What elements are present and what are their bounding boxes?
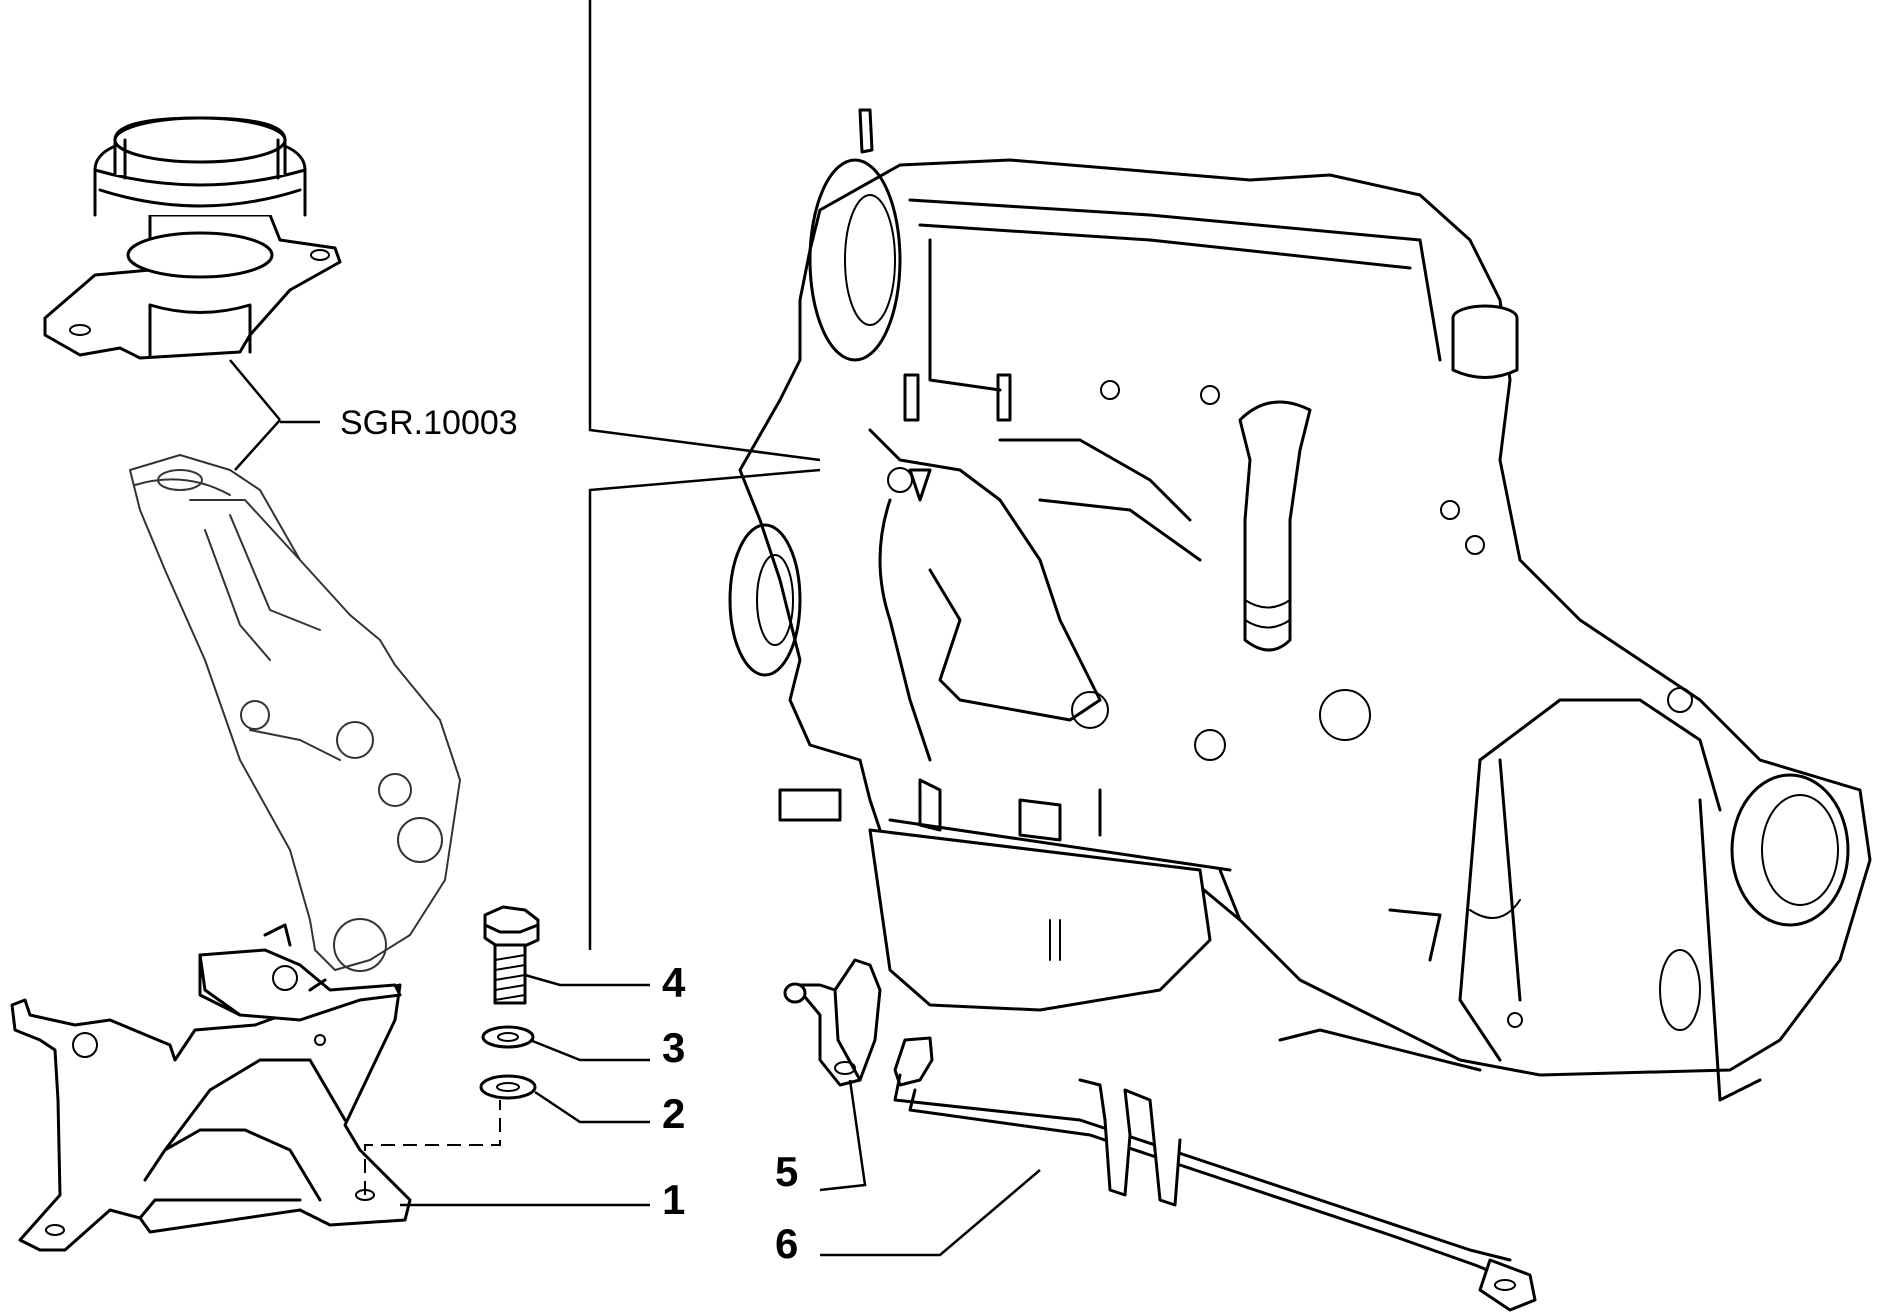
leader-lines	[229, 0, 1041, 1257]
callout-2: 2	[662, 1090, 685, 1137]
bolt	[483, 905, 540, 1005]
engine-gearbox-assembly	[728, 108, 1872, 1102]
spring-washer	[481, 1025, 535, 1049]
mount-support-arm	[129, 454, 461, 972]
callout-1: 1	[662, 1176, 685, 1223]
small-bracket	[783, 958, 882, 1087]
engine-mount-rubber-block	[43, 116, 342, 360]
reference-label: SGR.10003	[340, 404, 518, 442]
lower-bracket	[10, 923, 412, 1252]
support-rod	[893, 1036, 1537, 1312]
flat-washer	[479, 1074, 537, 1100]
callout-4: 4	[662, 959, 686, 1006]
callout-5: 5	[775, 1148, 798, 1195]
callout-6: 6	[775, 1220, 798, 1267]
callout-3: 3	[662, 1024, 685, 1071]
